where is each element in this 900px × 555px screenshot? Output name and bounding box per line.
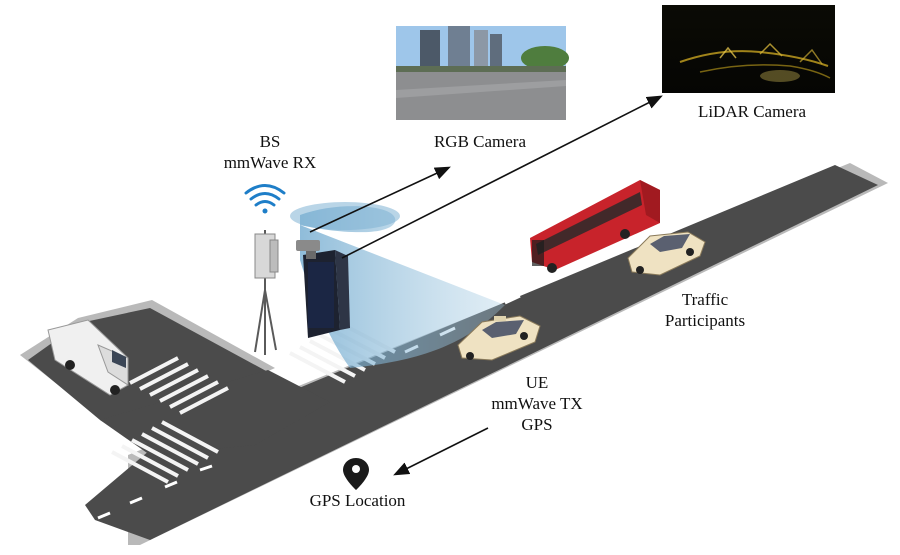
car-ue [457, 315, 541, 361]
rgb-camera-image [396, 26, 569, 120]
arrow-to-gps-location [393, 427, 489, 476]
ue-label-line2: mmWave TX [491, 394, 583, 413]
ue-label-line3: GPS [521, 415, 553, 434]
sensor-rack [303, 250, 350, 338]
road-network [20, 157, 888, 545]
gps-location-label: GPS Location [309, 491, 406, 510]
crosswalk-left [129, 356, 229, 415]
traffic-participants-label: Traffic Participants [640, 289, 770, 331]
crosswalk-bottom [111, 420, 219, 484]
red-bus [530, 180, 660, 273]
ue-label-line1: UE [525, 373, 549, 392]
base-station [244, 184, 350, 355]
lidar-camera-label: LiDAR Camera [697, 102, 807, 121]
car-right [627, 231, 706, 276]
rgb-camera-label: RGB Camera [433, 132, 527, 151]
traffic-label-line1: Traffic [681, 290, 729, 309]
bs-label-line1: BS [259, 132, 281, 151]
wifi-icon [244, 184, 286, 214]
location-pin-icon [343, 458, 369, 490]
bs-label-line2: mmWave RX [223, 153, 317, 172]
bs-antenna-panel [269, 239, 279, 273]
arrow-to-lidar-camera [341, 95, 663, 259]
intersection [100, 370, 330, 455]
bs-label: BS mmWave RX [200, 131, 340, 173]
ue-label: UE mmWave TX GPS [462, 372, 612, 435]
arrow-to-rgb-camera [309, 166, 451, 233]
beam-cone [300, 206, 505, 368]
lidar-camera-image [662, 5, 835, 93]
white-van [47, 319, 129, 396]
camera-icon [296, 240, 320, 259]
traffic-label-line2: Participants [664, 311, 746, 330]
